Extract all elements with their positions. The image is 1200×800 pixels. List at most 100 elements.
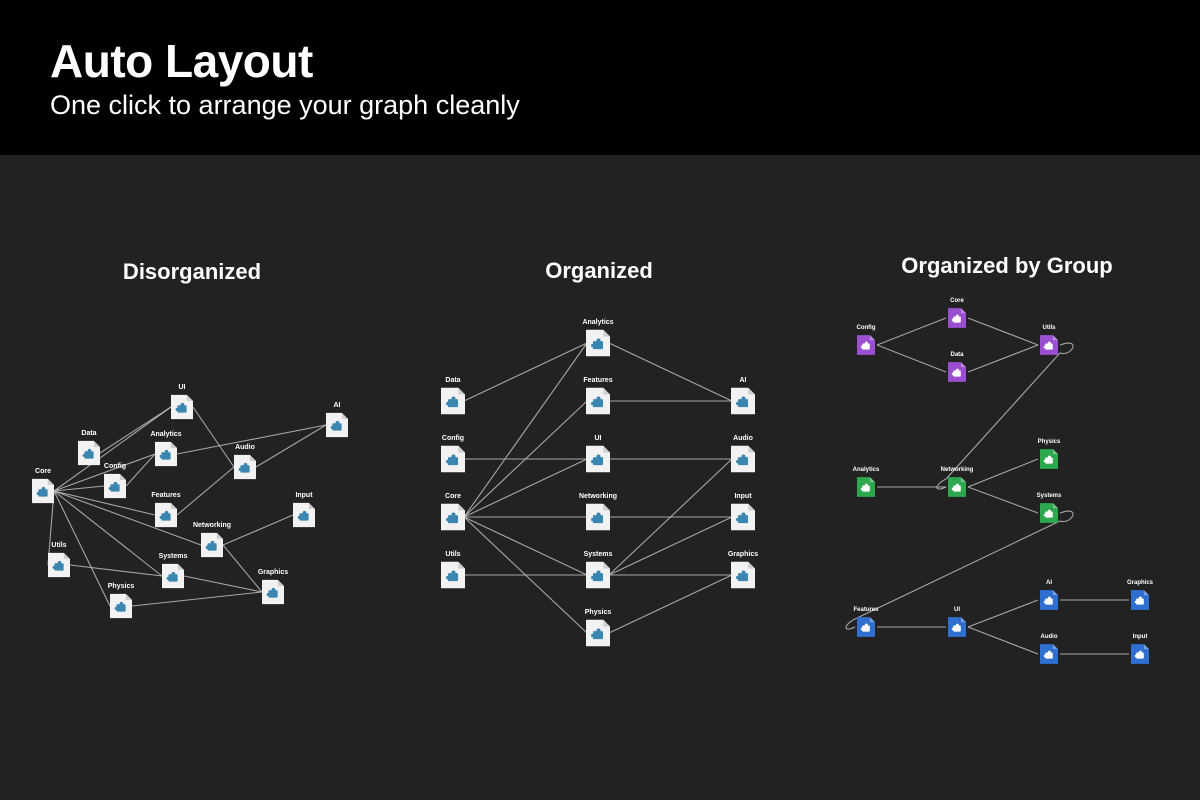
node-label: Graphics: [728, 551, 758, 558]
file-fold: [125, 593, 132, 601]
node-by-group-networking[interactable]: Networking: [941, 467, 974, 497]
puzzle-icon: [860, 341, 870, 350]
node-by-group-graphics[interactable]: Graphics: [1127, 580, 1154, 610]
node-label: Graphics: [258, 569, 288, 576]
node-by-group-utils[interactable]: Utils: [1040, 325, 1058, 355]
node-by-group-analytics[interactable]: Analytics: [853, 467, 880, 497]
page-title: Auto Layout: [50, 35, 313, 87]
node-organized-features[interactable]: Features: [583, 377, 613, 415]
node-by-group-config[interactable]: Config: [857, 325, 876, 355]
node-organized-analytics[interactable]: Analytics: [582, 319, 614, 357]
file-fold: [960, 477, 966, 483]
node-disorganized-core[interactable]: Core: [32, 468, 54, 504]
file-fold: [603, 329, 610, 337]
node-label: Audio: [1041, 634, 1058, 640]
node-organized-input[interactable]: Input: [731, 493, 755, 531]
puzzle-icon: [266, 587, 278, 598]
node-by-group-ai[interactable]: AI: [1040, 580, 1058, 610]
node-organized-data[interactable]: Data: [441, 377, 465, 415]
node-organized-audio[interactable]: Audio: [731, 435, 755, 473]
node-label: Features: [853, 607, 879, 613]
header-banner: Auto Layout One click to arrange your gr…: [0, 0, 1200, 155]
node-organized-physics[interactable]: Physics: [585, 609, 612, 647]
node-organized-utils[interactable]: Utils: [441, 551, 465, 589]
puzzle-icon: [330, 420, 342, 431]
node-label: Data: [445, 377, 460, 384]
node-organized-ui[interactable]: UI: [586, 435, 610, 473]
node-by-group-input[interactable]: Input: [1131, 634, 1149, 664]
node-label: UI: [595, 435, 602, 442]
node-label: Audio: [733, 435, 753, 442]
node-organized-ai[interactable]: AI: [731, 377, 755, 415]
node-disorganized-audio[interactable]: Audio: [234, 444, 256, 480]
edge-organized-core-analytics: [463, 342, 588, 518]
node-disorganized-systems[interactable]: Systems: [159, 553, 188, 589]
file-fold: [308, 502, 315, 510]
node-by-group-core[interactable]: Core: [948, 298, 966, 328]
edge-organized-analytics-ai: [608, 342, 733, 402]
edge-organized-physics-graphics: [608, 574, 733, 634]
node-label: Config: [104, 463, 126, 470]
edge-disorganized-systems-graphics: [183, 575, 263, 593]
page-subtitle: One click to arrange your graph cleanly: [50, 90, 520, 120]
node-organized-core[interactable]: Core: [441, 493, 465, 531]
node-by-group-audio[interactable]: Audio: [1040, 634, 1058, 664]
node-label: Networking: [579, 493, 617, 500]
node-organized-networking[interactable]: Networking: [579, 493, 617, 531]
node-label: Core: [445, 493, 461, 500]
node-disorganized-ui[interactable]: UI: [171, 384, 193, 420]
node-label: Input: [734, 493, 752, 500]
puzzle-icon: [591, 454, 604, 466]
file-fold: [1052, 503, 1058, 509]
edge-organized-core-systems: [463, 516, 588, 576]
node-label: Physics: [108, 583, 135, 590]
file-fold: [960, 617, 966, 623]
file-fold: [341, 412, 348, 420]
node-disorganized-features[interactable]: Features: [151, 492, 181, 528]
edge-by-group-config-core: [876, 317, 947, 346]
file-fold: [119, 473, 126, 481]
node-disorganized-ai[interactable]: AI: [326, 402, 348, 438]
file-fold: [869, 617, 875, 623]
node-disorganized-config[interactable]: Config: [104, 463, 126, 499]
node-by-group-ui[interactable]: UI: [948, 607, 966, 637]
file-fold: [1052, 449, 1058, 455]
node-organized-systems[interactable]: Systems: [584, 551, 613, 589]
node-disorganized-analytics[interactable]: Analytics: [150, 431, 182, 467]
node-by-group-physics[interactable]: Physics: [1038, 439, 1061, 469]
node-disorganized-input[interactable]: Input: [293, 492, 315, 528]
puzzle-icon: [591, 570, 604, 582]
edge-disorganized-networking-graphics: [222, 544, 263, 593]
node-label: UI: [954, 607, 960, 613]
node-disorganized-graphics[interactable]: Graphics: [258, 569, 288, 605]
file-fold: [869, 335, 875, 341]
puzzle-icon: [205, 540, 217, 551]
node-organized-config[interactable]: Config: [441, 435, 465, 473]
puzzle-icon: [446, 570, 459, 582]
puzzle-icon: [114, 601, 126, 612]
node-disorganized-utils[interactable]: Utils: [48, 542, 70, 578]
file-fold: [249, 454, 256, 462]
node-label: Networking: [193, 522, 231, 529]
puzzle-icon: [446, 396, 459, 408]
node-disorganized-physics[interactable]: Physics: [108, 583, 135, 619]
node-by-group-data[interactable]: Data: [948, 352, 966, 382]
edge-disorganized-core-config: [53, 485, 105, 492]
node-disorganized-networking[interactable]: Networking: [193, 522, 231, 558]
node-label: AI: [1046, 580, 1052, 586]
node-organized-graphics[interactable]: Graphics: [728, 551, 758, 589]
edge-organized-data-analytics: [463, 342, 588, 402]
node-by-group-features[interactable]: Features: [853, 607, 879, 637]
puzzle-icon: [159, 510, 171, 521]
edge-by-group-networking-systems: [967, 486, 1039, 514]
file-fold: [458, 445, 465, 453]
puzzle-icon: [82, 448, 94, 459]
file-fold: [869, 477, 875, 483]
puzzle-icon: [736, 396, 749, 408]
node-label: Physics: [585, 609, 612, 616]
node-by-group-systems[interactable]: Systems: [1037, 493, 1062, 523]
node-label: Data: [950, 352, 964, 358]
puzzle-icon: [1043, 509, 1053, 518]
puzzle-icon: [736, 512, 749, 524]
node-disorganized-data[interactable]: Data: [78, 430, 100, 466]
